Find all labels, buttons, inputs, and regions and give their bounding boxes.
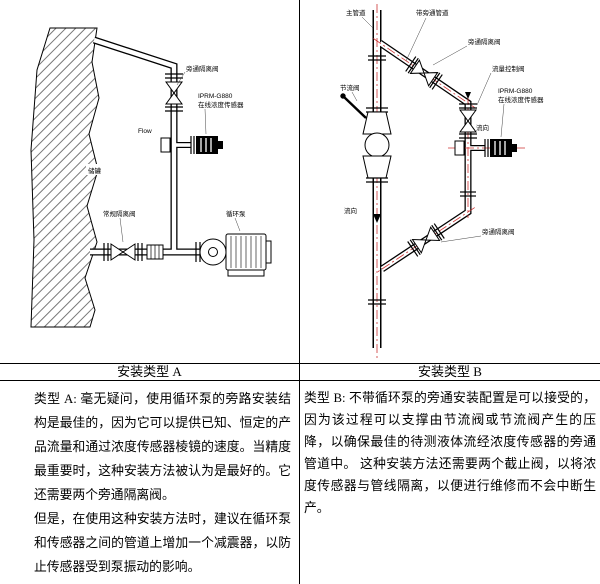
label-bypass-isolation-valve-top: 旁通隔离阀: [468, 37, 501, 46]
pipes: [90, 36, 201, 256]
bypass-isolation-valve-bottom: [407, 223, 445, 257]
type-b-paragraph-1: 类型 B: 不带循环泵的旁通安装配置是可以接受的，因为该过程可以支撑由节流阀或节…: [304, 391, 596, 515]
circulation-pump: [195, 233, 272, 277]
description-type-a: 类型 A: 毫无疑问，使用循环泵的旁路安装结构是最佳的，因为它可以提供已知、恒定…: [0, 381, 300, 584]
caption-type-a: 安装类型 A: [0, 364, 300, 380]
captions-row: 安装类型 A 安装类型 B: [0, 363, 600, 381]
label-circulation-pump: 循环泵: [226, 209, 246, 218]
bypass-isolation-valve: [165, 73, 183, 112]
label-bypass-pipe: 带旁通管道: [416, 8, 449, 17]
flexible-coupling: [146, 244, 164, 260]
descriptions-row: 类型 A: 毫无疑问，使用循环泵的旁路安装结构是最佳的，因为它可以提供已知、恒定…: [0, 381, 600, 584]
bypass-isolation-valve-top: [405, 56, 443, 90]
label-sensor-model: IPRM-G880: [498, 88, 533, 95]
tank-shape: [30, 27, 100, 328]
diagram-panel-a: 旁通隔离阀 IPRM-G880 在线浓度传感器 Flow 储罐 常规隔离阀 循环…: [0, 0, 300, 363]
regular-isolation-valve: [103, 243, 143, 261]
label-throttle-valve: 节流阀: [340, 83, 360, 92]
label-main-pipe: 主管道: [346, 8, 366, 17]
concentration-sensor: [454, 139, 517, 157]
bypass-flanges: [460, 191, 476, 197]
label-flow-control-valve: 流量控制阀: [492, 64, 525, 73]
label-flow-main: 流向: [344, 206, 357, 215]
piping-diagram-a: 旁通隔离阀 IPRM-G880 在线浓度传感器 Flow 储罐 常规隔离阀 循环…: [30, 27, 272, 328]
type-a-paragraph-2: 但是，在使用这种安装方法时，建议在循环泵和传感器之间的管道上增加一个减震器，以防…: [34, 512, 291, 574]
piping-diagram-b: 主管道 带旁通管道 旁通隔离阀 流量控制阀 IPRM-G880 在线浓度传感器 …: [340, 4, 544, 359]
label-sensor-name: 在线浓度传感器: [198, 100, 244, 109]
description-type-b: 类型 B: 不带循环泵的旁通安装配置是可以接受的，因为该过程可以支撑由节流阀或节…: [300, 381, 600, 584]
diagram-panel-b: 主管道 带旁通管道 旁通隔离阀 流量控制阀 IPRM-G880 在线浓度传感器 …: [300, 0, 600, 363]
label-regular-isolation-valve: 常规隔离阀: [103, 209, 136, 218]
caption-type-b: 安装类型 B: [418, 364, 482, 379]
throttle-valve-main: [340, 93, 392, 183]
flow-control-valve: [459, 103, 477, 139]
label-bypass-isolation-valve-bottom: 旁通隔离阀: [482, 227, 515, 236]
label-flow-bypass: 流向: [476, 123, 489, 132]
diagram-b-labels: 主管道 带旁通管道 旁通隔离阀 流量控制阀 IPRM-G880 在线浓度传感器 …: [340, 8, 544, 243]
label-backing: [86, 164, 112, 175]
flow-arrows: [373, 92, 471, 223]
label-sensor-model: IPRM-G880: [198, 93, 233, 100]
diagrams-row: 旁通隔离阀 IPRM-G880 在线浓度传感器 Flow 储罐 常规隔离阀 循环…: [0, 0, 600, 363]
label-bypass-isolation-valve: 旁通隔离阀: [186, 64, 219, 73]
pipes: [372, 10, 485, 348]
concentration-sensor: [160, 136, 223, 154]
diagram-a-labels: 旁通隔离阀 IPRM-G880 在线浓度传感器 Flow 储罐 常规隔离阀 循环…: [86, 64, 246, 243]
type-a-paragraph-1: 类型 A: 毫无疑问，使用循环泵的旁路安装结构是最佳的，因为它可以提供已知、恒定…: [34, 392, 291, 502]
label-flow: Flow: [138, 128, 152, 135]
label-sensor-name: 在线浓度传感器: [498, 95, 544, 104]
main-pipe-flanges: [368, 55, 386, 305]
label-tank: 储罐: [88, 166, 102, 175]
